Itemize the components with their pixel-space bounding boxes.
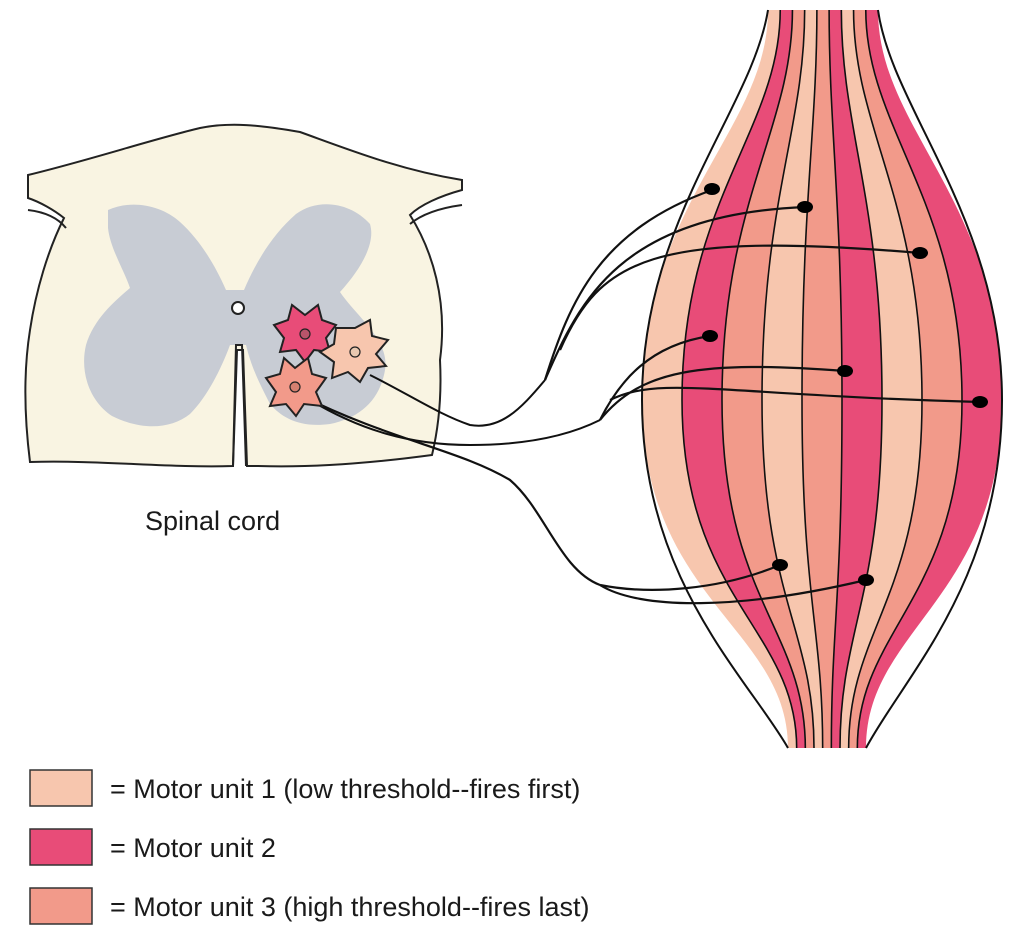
legend-item-motor-unit-3: = Motor unit 3 (high threshold--fires la… xyxy=(30,888,589,924)
legend-item-motor-unit-1: = Motor unit 1 (low threshold--fires fir… xyxy=(30,770,580,806)
end-plate xyxy=(912,247,928,259)
nucleus xyxy=(290,382,300,392)
muscle xyxy=(642,10,1002,748)
end-plate xyxy=(858,574,874,586)
legend-item-motor-unit-2: = Motor unit 2 xyxy=(30,829,276,865)
legend-swatch-motor-unit-1 xyxy=(30,770,92,806)
end-plate xyxy=(972,396,988,408)
nucleus xyxy=(350,347,360,357)
legend-label-motor-unit-3: = Motor unit 3 (high threshold--fires la… xyxy=(110,892,589,922)
legend-swatch-motor-unit-2 xyxy=(30,829,92,865)
legend-label-motor-unit-2: = Motor unit 2 xyxy=(110,833,276,863)
end-plate xyxy=(837,365,853,377)
spinal-cord-cross-section: Spinal cord xyxy=(25,125,462,536)
end-plate xyxy=(797,201,813,213)
spinal-cord-label: Spinal cord xyxy=(145,506,280,536)
end-plate xyxy=(704,183,720,195)
legend-label-motor-unit-1: = Motor unit 1 (low threshold--fires fir… xyxy=(110,774,580,804)
central-canal xyxy=(232,302,244,314)
legend: = Motor unit 1 (low threshold--fires fir… xyxy=(30,770,589,924)
end-plate xyxy=(702,330,718,342)
legend-swatch-motor-unit-3 xyxy=(30,888,92,924)
nucleus xyxy=(300,329,310,339)
end-plate xyxy=(772,559,788,571)
